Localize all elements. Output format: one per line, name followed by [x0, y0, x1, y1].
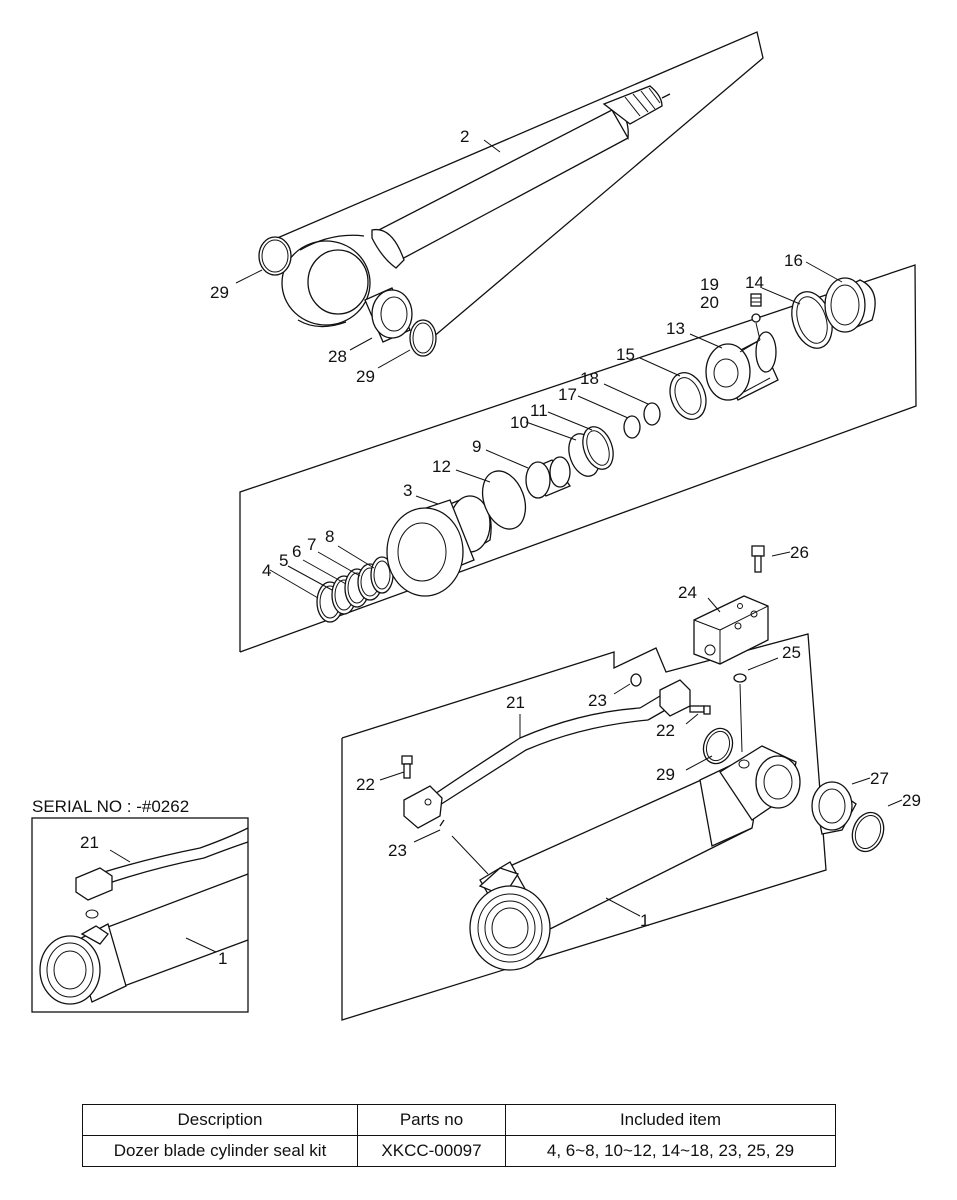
callout-13: 13: [666, 319, 685, 338]
table-row: Dozer blade cylinder seal kit XKCC-00097…: [82, 1135, 836, 1167]
bolt-22-right: [689, 705, 711, 715]
callout-10: 10: [510, 413, 529, 432]
bolt-26: [751, 545, 765, 573]
tube-bushing-27: [811, 781, 857, 835]
inset-tube: [39, 873, 249, 1005]
ring-17: [623, 415, 641, 439]
nut-16: [824, 277, 876, 333]
pipe-flange-left: [403, 785, 443, 829]
callout-1: 1: [640, 911, 649, 930]
oring-12: [481, 470, 527, 530]
bolt-22-left: [401, 755, 413, 779]
rod-oring-right: [409, 319, 437, 357]
callout-29: 29: [902, 791, 921, 810]
oring-23-left: [439, 819, 445, 827]
rod-panel: 2 29 28 29: [210, 31, 764, 386]
callout-11: 11: [530, 401, 548, 420]
callout-18: 18: [580, 369, 599, 388]
rod-oring-left: [258, 236, 292, 276]
kit-parts-no: XKCC-00097: [357, 1135, 506, 1167]
callout-25: 25: [782, 643, 801, 662]
callout-29: 29: [356, 367, 375, 386]
callout-4: 4: [262, 561, 271, 580]
callout-26: 26: [790, 543, 809, 562]
bushing-9: [525, 456, 571, 499]
tube-panel: 24 26 25 23 21 22 22 23 29 27 29 1: [341, 543, 921, 1021]
callout-19: 19: [700, 275, 719, 294]
col-included-item: Included item: [505, 1104, 836, 1136]
pipe-21: [425, 689, 677, 811]
callout-12: 12: [432, 457, 451, 476]
tube-oring-left: [702, 727, 734, 765]
callout-23: 23: [388, 841, 407, 860]
seal-rings-4-8: [316, 556, 394, 623]
inset-flange: [75, 867, 113, 901]
col-parts-no: Parts no: [357, 1104, 506, 1136]
ring-18: [643, 402, 661, 426]
ball-20: [751, 313, 761, 323]
callout-15: 15: [616, 345, 635, 364]
callout-21: 21: [506, 693, 525, 712]
callout-29: 29: [656, 765, 675, 784]
valve-block-24: [693, 595, 769, 665]
callout-2: 2: [460, 127, 469, 146]
seal-15: [669, 372, 707, 420]
gland-piston-panel: 3 4 5 6 7 8 9 12 10 11 17 18 15 13 19 20…: [239, 251, 917, 653]
tube-oring-right: [851, 811, 885, 853]
inset-pipe: [103, 827, 249, 885]
piston-rod: [281, 85, 671, 328]
inset-callout-21: 21: [80, 833, 99, 852]
callout-24: 24: [678, 583, 697, 602]
callout-20: 20: [700, 293, 719, 312]
kit-description: Dozer blade cylinder seal kit: [82, 1135, 358, 1167]
callout-22: 22: [356, 775, 375, 794]
callout-22: 22: [656, 721, 675, 740]
oring-25: [733, 673, 747, 683]
callout-28: 28: [328, 347, 347, 366]
piston-13: [705, 331, 779, 401]
setscrew-19: [750, 293, 762, 307]
rod-gland: [386, 495, 492, 597]
serial-label: SERIAL NO : -#0262: [32, 797, 189, 816]
pipe-flange-right: [659, 679, 691, 717]
oring-23-right: [630, 673, 642, 687]
callout-29: 29: [210, 283, 229, 302]
callout-27: 27: [870, 769, 889, 788]
cylinder-tube-1: [469, 745, 801, 971]
callout-17: 17: [558, 385, 577, 404]
seal-kit-table: Description Parts no Included item Dozer…: [82, 1104, 836, 1167]
callout-3: 3: [403, 481, 412, 500]
table-header-row: Description Parts no Included item: [82, 1104, 836, 1136]
rod-bushing: [364, 287, 413, 343]
serial-inset: SERIAL NO : -#0262 21 1: [31, 797, 249, 1013]
callout-23: 23: [588, 691, 607, 710]
callout-5: 5: [279, 551, 288, 570]
callout-7: 7: [307, 535, 316, 554]
inset-callout-1: 1: [218, 949, 227, 968]
callout-8: 8: [325, 527, 334, 546]
col-description: Description: [82, 1104, 358, 1136]
callout-6: 6: [292, 542, 301, 561]
seal-11: [582, 426, 614, 470]
callout-9: 9: [472, 437, 481, 456]
kit-included-items: 4, 6~8, 10~12, 14~18, 23, 25, 29: [505, 1135, 836, 1167]
callout-16: 16: [784, 251, 803, 270]
callout-14: 14: [745, 273, 764, 292]
